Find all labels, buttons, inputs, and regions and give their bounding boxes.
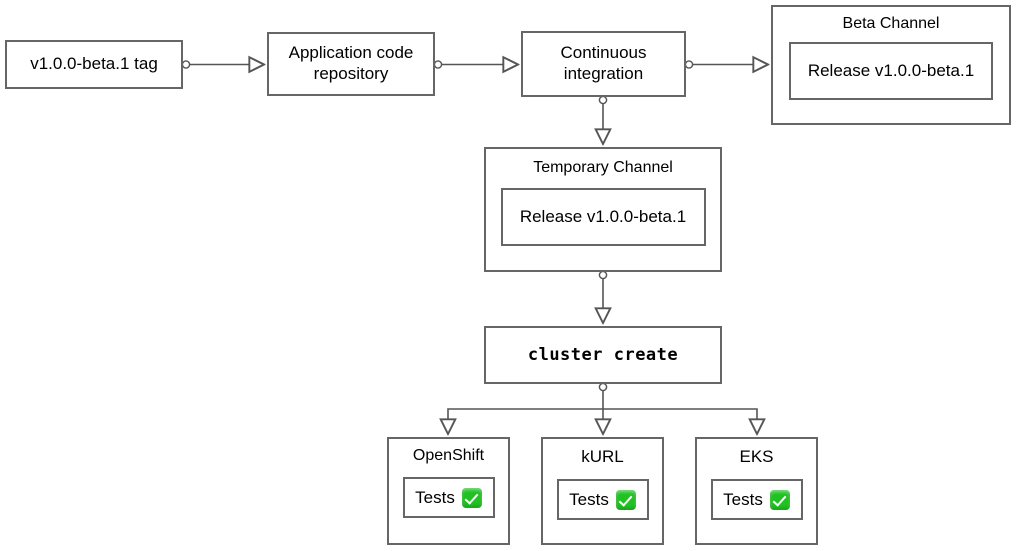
target-kurl[interactable]: kURL Tests	[541, 437, 664, 545]
target-openshift[interactable]: OpenShift Tests	[387, 437, 510, 545]
node-continuous-integration[interactable]: Continuous integration	[521, 31, 686, 97]
node-cluster-create[interactable]: cluster create	[484, 326, 722, 384]
edge-cluster-create-to-eks	[603, 408, 757, 434]
green-check-icon	[615, 489, 636, 510]
container-beta-channel[interactable]: Beta Channel Release v1.0.0-beta.1	[771, 5, 1011, 125]
container-temporary-channel[interactable]: Temporary Channel Release v1.0.0-beta.1	[484, 147, 722, 272]
beta-channel-release-label: Release v1.0.0-beta.1	[807, 61, 975, 80]
node-continuous-integration-label: Continuous integration	[560, 43, 647, 83]
target-openshift-tests-label: Tests	[415, 487, 455, 507]
green-check-icon	[769, 489, 790, 510]
beta-channel-release-box[interactable]: Release v1.0.0-beta.1	[789, 42, 993, 100]
target-openshift-tests-box[interactable]: Tests	[402, 477, 495, 518]
green-check-icon	[461, 487, 482, 508]
node-version-tag-label: v1.0.0-beta.1 tag	[30, 54, 158, 74]
target-eks-title: EKS	[739, 447, 774, 466]
node-version-tag[interactable]: v1.0.0-beta.1 tag	[5, 40, 183, 89]
target-eks-tests-label: Tests	[723, 489, 763, 509]
temporary-channel-title: Temporary Channel	[533, 159, 673, 176]
beta-channel-title: Beta Channel	[842, 15, 940, 32]
node-cluster-create-label: cluster create	[527, 344, 679, 365]
temporary-channel-release-box[interactable]: Release v1.0.0-beta.1	[500, 188, 706, 246]
target-kurl-title: kURL	[581, 447, 624, 466]
target-eks[interactable]: EKS Tests	[695, 437, 818, 545]
target-kurl-tests-box[interactable]: Tests	[556, 479, 649, 520]
edge-cluster-create-to-openshift	[448, 387, 603, 434]
target-eks-tests-box[interactable]: Tests	[710, 479, 803, 520]
node-application-code-repository-label: Application code repository	[288, 43, 414, 83]
temporary-channel-release-label: Release v1.0.0-beta.1	[519, 207, 687, 226]
node-application-code-repository[interactable]: Application code repository	[267, 32, 435, 96]
target-kurl-tests-label: Tests	[569, 489, 609, 509]
target-openshift-title: OpenShift	[412, 447, 485, 464]
